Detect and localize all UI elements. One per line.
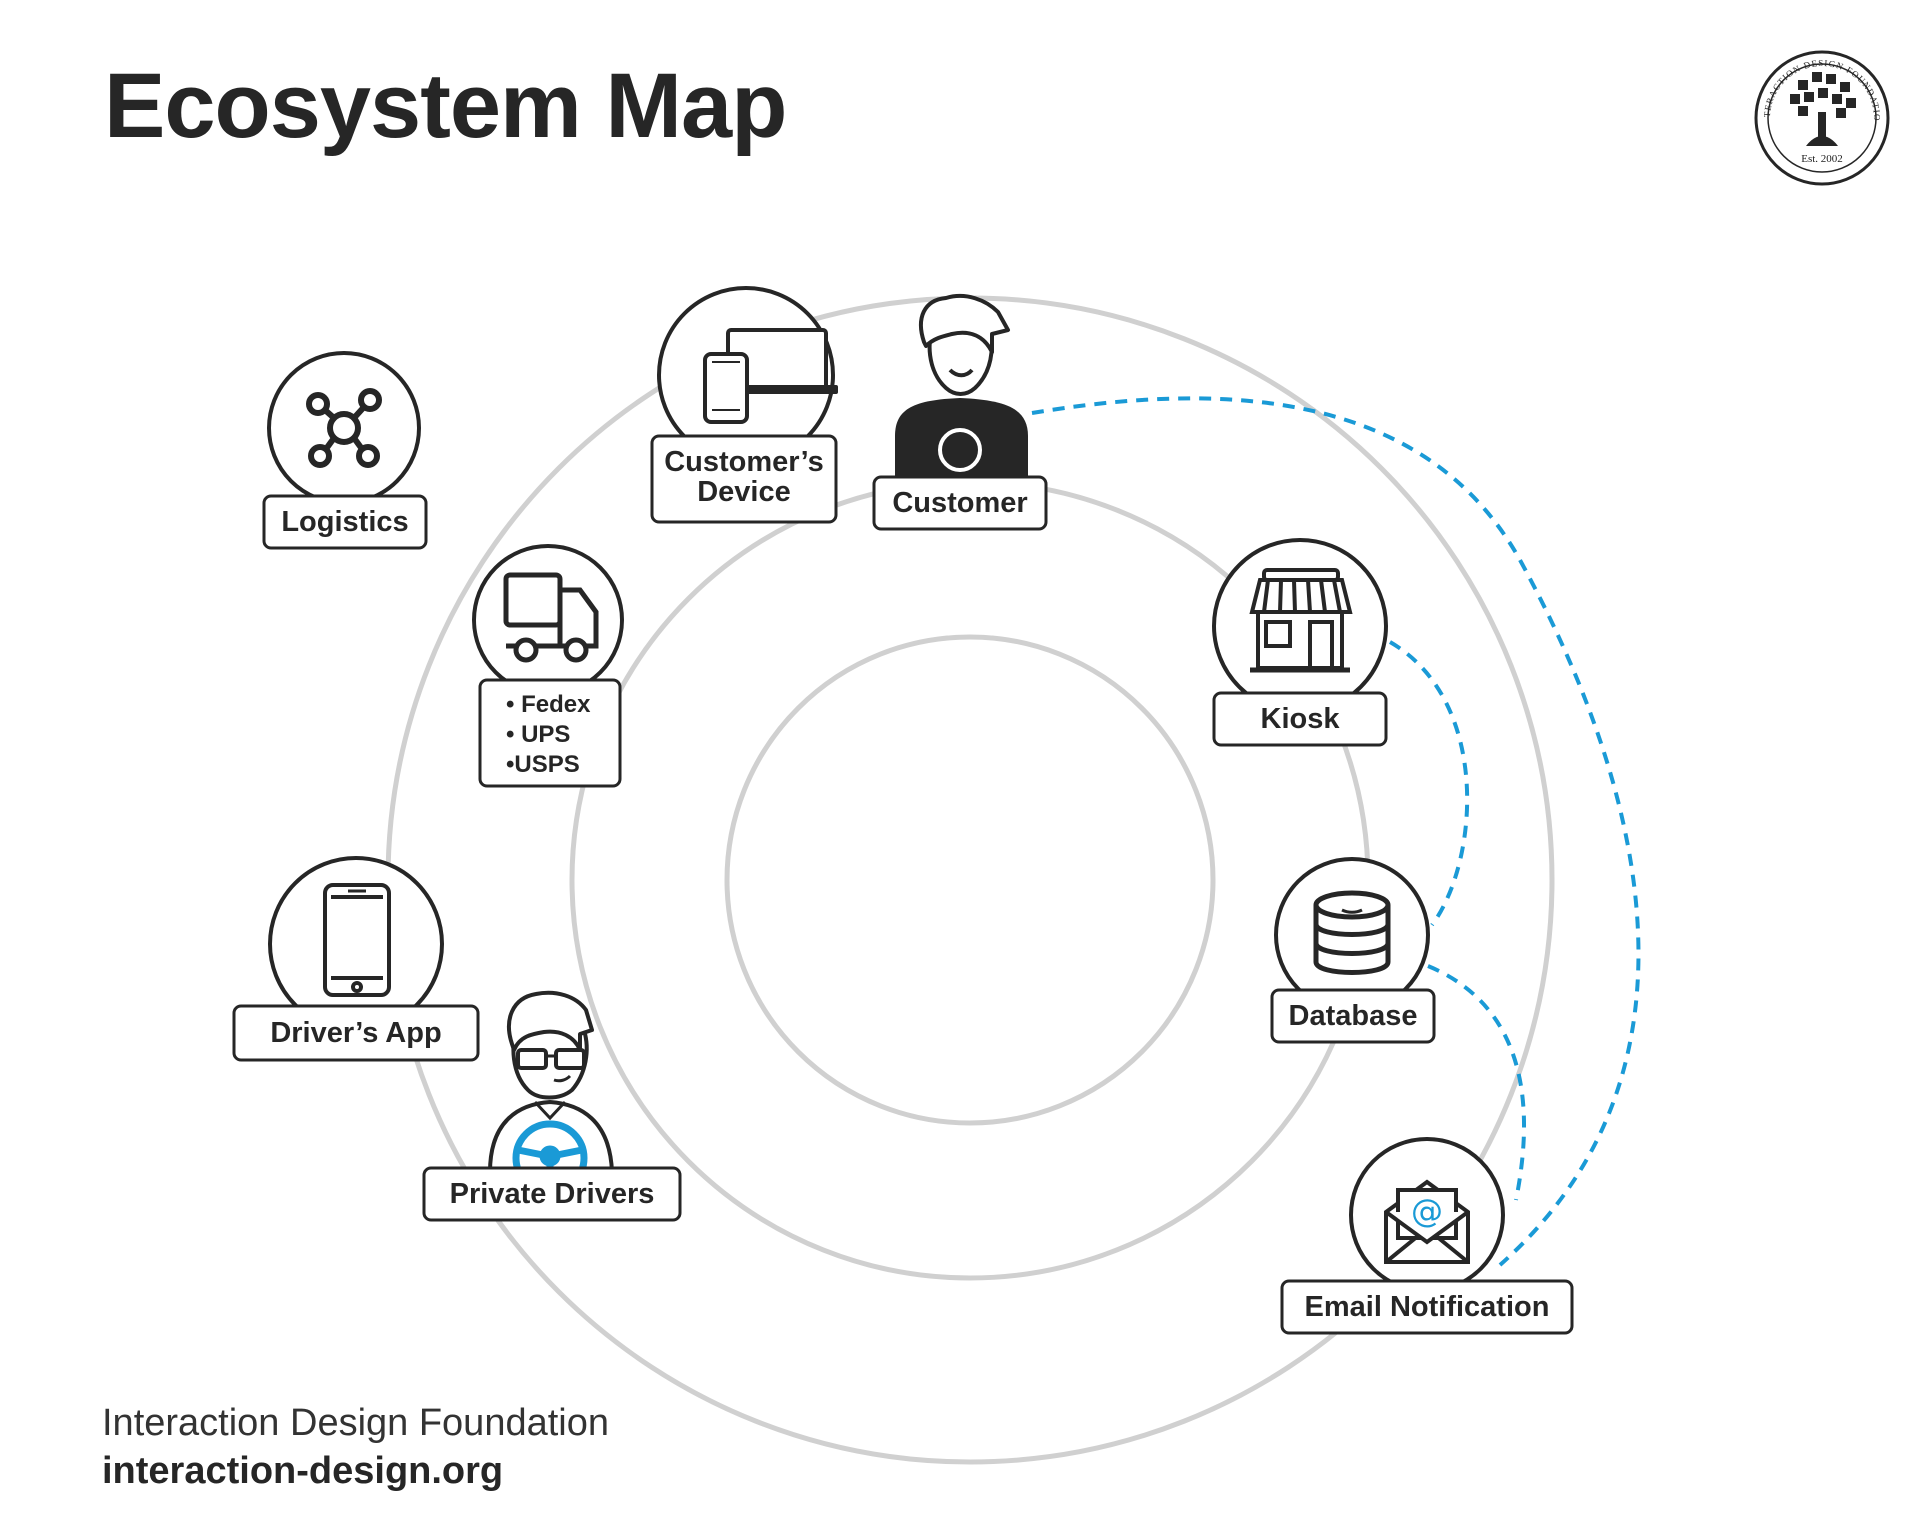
page-title: Ecosystem Map [104, 55, 787, 157]
customers-device-label-line2: Device [697, 476, 791, 508]
svg-text:@: @ [1411, 1192, 1443, 1230]
node-customer: Customer [872, 293, 1048, 531]
node-database: Database [1270, 857, 1436, 1044]
tree-icon [1790, 72, 1856, 146]
drivers-app-label-box [232, 1004, 480, 1062]
storefront-icon [1249, 568, 1353, 673]
customers-device-label-line1: Customer’s [664, 446, 824, 478]
node-drivers-app: Driver’s App [232, 856, 480, 1062]
truck-icon [503, 572, 599, 663]
private-drivers-label-box [422, 1166, 682, 1222]
footer-url[interactable]: interaction-design.org [102, 1450, 504, 1492]
kiosk-label-box [1212, 691, 1388, 747]
node-email: @ Email Notification [1280, 1137, 1574, 1335]
database-icon [1313, 890, 1391, 975]
drivers-app-label: Driver’s App [270, 1017, 441, 1049]
smartphone-icon [323, 883, 391, 997]
devices-icon [703, 328, 838, 424]
connections [1031, 396, 1641, 1267]
logistics-label-box [262, 494, 428, 550]
email-label-box [1280, 1279, 1574, 1335]
carriers-label-box [478, 678, 622, 788]
footer-org-name: Interaction Design Foundation [102, 1402, 609, 1444]
person-icon [895, 293, 1028, 478]
email-icon: @ [1384, 1179, 1470, 1264]
carrier-item-ups: • UPS [506, 721, 570, 748]
database-label-box [1270, 988, 1436, 1044]
private-drivers-label: Private Drivers [450, 1178, 655, 1210]
network-hub-icon [306, 388, 382, 468]
svg-text:INTERACTION DESIGN FOUNDATION: INTERACTION DESIGN FOUNDATION [0, 0, 1882, 122]
seal-est-text: Est. 2002 [1801, 153, 1843, 165]
idf-seal-logo: INTERACTION DESIGN FOUNDATION Est. 2002 [0, 0, 1890, 186]
seal-ring-text: INTERACTION DESIGN FOUNDATION [0, 0, 1881, 122]
node-logistics: Logistics [262, 351, 428, 550]
customer-label-box [872, 475, 1048, 531]
node-private-drivers: Private Drivers [422, 990, 682, 1222]
customers-device-label-box [650, 434, 838, 524]
inner-ring [724, 634, 1216, 1126]
carrier-item-fedex: • Fedex [506, 691, 591, 718]
kiosk-label: Kiosk [1261, 703, 1341, 735]
node-customers-device: Customer’s Device [650, 286, 838, 524]
node-kiosk: Kiosk [1212, 538, 1388, 747]
connector-customer-email [1031, 396, 1641, 1267]
driver-icon [487, 990, 615, 1196]
logistics-label: Logistics [281, 506, 408, 538]
connector-kiosk-database [1388, 640, 1470, 927]
email-label: Email Notification [1305, 1291, 1550, 1323]
customer-label: Customer [892, 487, 1027, 519]
node-carriers: • Fedex • UPS •USPS [472, 544, 624, 788]
logistics-icon-circle [267, 351, 421, 505]
database-label: Database [1289, 1000, 1418, 1032]
carrier-item-usps: •USPS [506, 751, 580, 778]
